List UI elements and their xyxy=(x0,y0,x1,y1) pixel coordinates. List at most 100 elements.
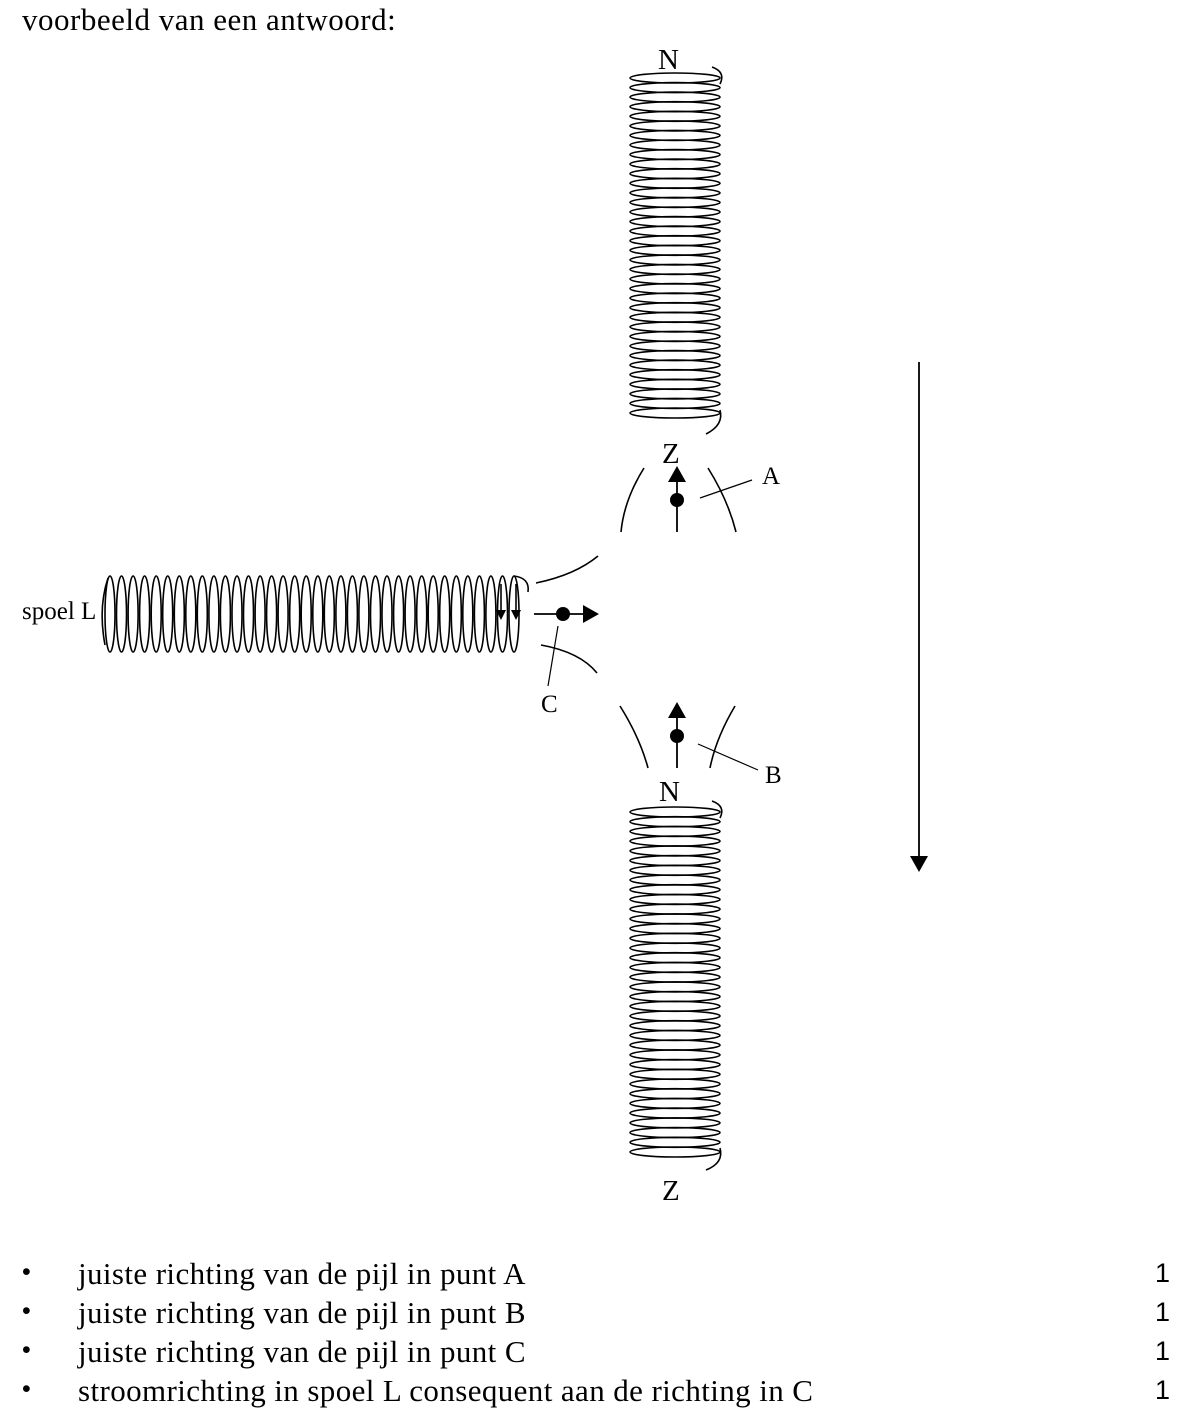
coil-winding xyxy=(629,883,721,896)
coil-winding xyxy=(242,575,255,653)
coil-winding xyxy=(629,971,721,983)
coil-winding xyxy=(629,359,721,371)
coil-winding xyxy=(629,1078,721,1090)
coil-winding xyxy=(629,311,721,324)
coil-winding xyxy=(629,120,721,132)
coil-winding xyxy=(508,575,520,653)
coil-winding xyxy=(629,932,721,945)
coil-winding xyxy=(219,575,232,653)
coil-winding xyxy=(288,575,301,653)
criterion-text: juiste richting van de pijl in punt C xyxy=(78,1334,526,1369)
coil-winding xyxy=(629,1049,721,1061)
criterion-points: 1 xyxy=(1154,1375,1170,1405)
coil-winding xyxy=(138,575,151,653)
coil-field-diagram: N Z N Z spoel L A B C xyxy=(22,44,928,1207)
coil-winding xyxy=(629,1039,721,1051)
coil-winding xyxy=(629,1029,721,1042)
coil-winding xyxy=(381,575,393,653)
coil-winding xyxy=(629,1107,721,1119)
bottom-coil-label-z: Z xyxy=(662,1175,680,1207)
coil-winding xyxy=(629,225,721,237)
coil-winding xyxy=(115,575,128,653)
criterion-row: • juiste richting van de pijl in punt B … xyxy=(0,1295,1180,1334)
coil-winding xyxy=(629,942,721,954)
coil-winding xyxy=(629,825,721,838)
coil-winding xyxy=(629,254,721,266)
coil-winding xyxy=(629,349,721,362)
point-a xyxy=(668,466,753,532)
coil-winding xyxy=(438,575,451,653)
coil-winding xyxy=(196,575,209,653)
coil-winding xyxy=(173,575,186,653)
criterion-points: 1 xyxy=(1154,1258,1170,1288)
point-c-label: C xyxy=(541,691,558,718)
coil-winding xyxy=(485,575,497,653)
coil-winding xyxy=(335,575,347,653)
coil-winding xyxy=(231,575,243,653)
coil-winding xyxy=(461,575,474,653)
coil-winding xyxy=(629,1019,721,1032)
criterion-text: juiste richting van de pijl in punt B xyxy=(78,1295,526,1330)
coil-winding xyxy=(427,575,440,653)
coil-winding xyxy=(629,981,721,993)
current-arrows xyxy=(496,584,521,620)
point-a-label: A xyxy=(762,463,780,490)
top-coil-label-z: Z xyxy=(662,438,680,470)
coil-winding xyxy=(629,301,721,314)
coil-winding xyxy=(629,1146,721,1158)
bottom-coil xyxy=(629,800,723,1171)
coil-winding xyxy=(629,1117,721,1129)
coil-winding xyxy=(150,575,162,653)
criterion-row: • juiste richting van de pijl in punt C … xyxy=(0,1334,1180,1373)
coil-winding xyxy=(277,575,289,653)
intro-text: voorbeeld van een antwoord: xyxy=(22,2,397,37)
scoring-criteria: • juiste richting van de pijl in punt A … xyxy=(0,1256,1180,1412)
point-b xyxy=(668,702,759,771)
coil-winding xyxy=(629,206,721,218)
coil-winding xyxy=(323,575,336,653)
coil-winding xyxy=(629,407,721,419)
coil-winding xyxy=(629,177,721,190)
side-coil-label: spoel L xyxy=(22,598,96,625)
coil-winding xyxy=(629,100,721,113)
coil-winding xyxy=(104,575,116,653)
coil-winding xyxy=(629,158,721,170)
coil-winding xyxy=(346,575,359,653)
coil-winding xyxy=(629,263,721,276)
coil-winding xyxy=(161,575,174,653)
point-b-label: B xyxy=(765,762,782,789)
bullet: • xyxy=(22,1297,31,1325)
criterion-points: 1 xyxy=(1154,1297,1170,1327)
coil-winding xyxy=(358,575,370,653)
coil-winding xyxy=(185,575,197,653)
coil-winding xyxy=(629,321,721,333)
coil-winding xyxy=(629,397,721,410)
top-coil xyxy=(629,66,723,435)
point-c xyxy=(534,605,599,687)
coil-winding xyxy=(629,903,721,915)
coil-winding xyxy=(629,167,721,180)
coil-winding xyxy=(415,575,428,653)
coil-winding xyxy=(629,1087,721,1100)
coil-winding xyxy=(629,864,721,877)
coil-winding xyxy=(629,1126,721,1139)
bullet: • xyxy=(22,1336,31,1364)
coil-winding xyxy=(629,282,721,295)
field-lines xyxy=(535,467,737,769)
coil-winding xyxy=(629,1136,721,1149)
coil-winding xyxy=(629,893,721,906)
criterion-text: juiste richting van de pijl in punt A xyxy=(78,1256,526,1291)
coil-winding xyxy=(629,961,721,974)
coil-winding xyxy=(300,575,313,653)
coil-winding xyxy=(629,110,721,123)
coil-winding xyxy=(629,922,721,935)
coil-winding xyxy=(629,234,721,247)
coil-winding xyxy=(629,1058,721,1071)
coil-winding xyxy=(629,815,721,828)
coil-winding xyxy=(629,215,721,228)
coil-winding xyxy=(404,575,416,653)
coil-winding xyxy=(629,187,721,199)
criterion-row: • juiste richting van de pijl in punt A … xyxy=(0,1256,1180,1295)
coil-winding xyxy=(629,951,721,964)
coil-winding xyxy=(629,81,721,94)
